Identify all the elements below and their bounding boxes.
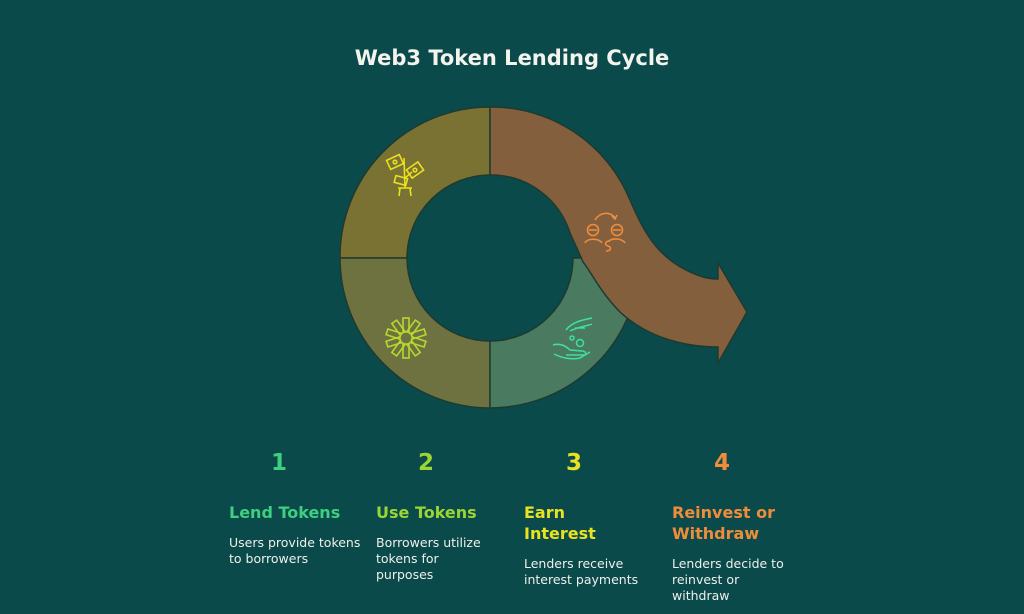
- step-title: Earn Interest: [524, 503, 596, 543]
- segment-lend: [339, 106, 491, 259]
- step-title: Use Tokens: [376, 503, 477, 522]
- step-number: 2: [417, 450, 434, 476]
- step-use-tokens: 2 Use Tokens Borrowers utilize tokens fo…: [376, 450, 521, 583]
- asterisk-burst-icon: [385, 317, 427, 359]
- step-lend-tokens: 1 Lend Tokens Users provide tokens to bo…: [229, 450, 374, 567]
- segment-use: [339, 257, 491, 409]
- step-title: Reinvest or Withdraw: [672, 503, 775, 543]
- step-description: Users provide tokens to borrowers: [229, 535, 361, 566]
- step-number: 1: [270, 450, 287, 476]
- step-description: Borrowers utilize tokens for purposes: [376, 535, 481, 582]
- step-title: Lend Tokens: [229, 503, 341, 522]
- money-plant-icon: [385, 153, 425, 197]
- step-description: Lenders receive interest payments: [524, 556, 639, 587]
- step-number: 3: [565, 450, 582, 476]
- hand-coins-icon: [552, 317, 593, 360]
- step-number: 4: [713, 450, 730, 476]
- step-earn-interest: 3 Earn Interest Lenders receive interest…: [524, 450, 669, 588]
- step-description: Lenders decide to reinvest or withdraw: [672, 556, 784, 603]
- diagram-title: Web3 Token Lending Cycle: [354, 46, 670, 70]
- step-reinvest-or-withdraw: 4 Reinvest or Withdraw Lenders decide to…: [672, 450, 817, 604]
- people-exchange-icon: [584, 212, 626, 252]
